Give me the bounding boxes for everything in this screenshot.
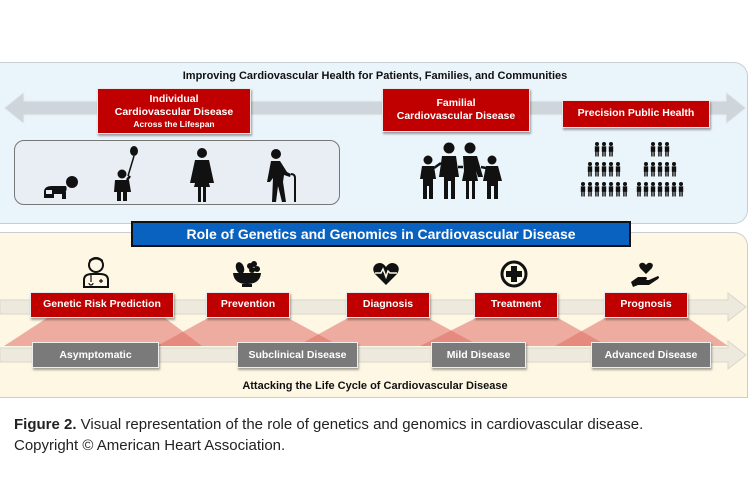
figure-caption: Figure 2. Visual representation of the r…	[14, 414, 744, 456]
precision-public-health-label: Precision Public Health	[577, 107, 695, 120]
stage-mild-disease: Mild Disease	[431, 342, 526, 368]
person-figure	[678, 182, 684, 197]
role-label: Diagnosis	[362, 298, 414, 311]
person-figure	[671, 182, 677, 197]
connector-treatment	[420, 318, 608, 346]
person-figure	[615, 182, 621, 197]
fruit-bowl-icon	[233, 261, 261, 287]
stage-label: Asymptomatic	[59, 349, 132, 361]
connector-prevention	[157, 318, 340, 346]
role-label: Prevention	[220, 298, 276, 311]
person-figure	[580, 182, 586, 197]
person-figure	[608, 142, 614, 157]
connector-prognosis	[555, 318, 728, 346]
person-figure	[664, 182, 670, 197]
person-figure	[601, 182, 607, 197]
stage-subclinical-disease: Subclinical Disease	[237, 342, 358, 368]
person-figure	[636, 182, 642, 197]
role-label: Prognosis	[620, 298, 672, 311]
person-figure	[650, 142, 656, 157]
person-figure	[643, 182, 649, 197]
stage-asymptomatic: Asymptomatic	[32, 342, 159, 368]
person-figure	[594, 142, 600, 157]
role-genetic-risk-prediction: Genetic Risk Prediction	[30, 292, 174, 318]
medical-cross-icon	[500, 260, 528, 288]
individual-cvd-line1: Individual	[149, 92, 199, 105]
person-figure	[664, 142, 670, 157]
person-figure	[608, 162, 614, 177]
woman-icon	[190, 148, 214, 202]
person-figure	[643, 162, 649, 177]
stage-advanced-disease: Advanced Disease	[591, 342, 711, 368]
heart-in-hand-icon	[631, 262, 659, 287]
connector-genetic-risk	[4, 318, 202, 346]
role-label: Treatment	[490, 298, 542, 311]
stage-label: Subclinical Disease	[248, 349, 347, 361]
individual-cvd-box: Individual Cardiovascular Disease Across…	[97, 88, 251, 134]
person-figure	[657, 162, 663, 177]
familial-cvd-box: Familial Cardiovascular Disease	[382, 88, 530, 132]
person-figure	[622, 182, 628, 197]
doctor-icon	[83, 257, 109, 288]
person-figure	[650, 182, 656, 197]
caption-copyright: Copyright © American Heart Association.	[14, 437, 286, 454]
precision-public-health-box: Precision Public Health	[562, 100, 710, 128]
lifespan-arrow	[3, 90, 747, 126]
role-stage-connectors	[4, 318, 728, 346]
person-figure	[650, 162, 656, 177]
caption-text: Visual representation of the role of gen…	[76, 416, 644, 433]
heartbeat-icon	[373, 263, 399, 285]
role-prevention: Prevention	[206, 292, 290, 318]
life-cycle-title: Attacking the Life Cycle of Cardiovascul…	[242, 380, 508, 392]
role-of-genetics-banner: Role of Genetics and Genomics in Cardiov…	[131, 221, 631, 247]
role-treatment: Treatment	[474, 292, 558, 318]
familial-cvd-line1: Familial	[436, 96, 476, 109]
person-figure	[671, 162, 677, 177]
person-figure	[594, 182, 600, 197]
elderly-with-cane-icon	[267, 149, 296, 202]
child-with-balloon-icon	[114, 146, 138, 201]
person-figure	[601, 142, 607, 157]
top-panel-title: Improving Cardiovascular Health for Pati…	[182, 70, 568, 82]
person-figure	[657, 182, 663, 197]
person-figure	[594, 162, 600, 177]
crawling-baby-icon	[44, 176, 78, 199]
role-label: Genetic Risk Prediction	[43, 298, 161, 311]
individual-cvd-line2: Cardiovascular Disease	[114, 105, 234, 118]
person-figure	[587, 162, 593, 177]
person-figure	[587, 182, 593, 197]
banner-title: Role of Genetics and Genomics in Cardiov…	[186, 226, 576, 242]
role-prognosis: Prognosis	[604, 292, 688, 318]
stage-label: Mild Disease	[446, 349, 511, 361]
person-figure	[664, 162, 670, 177]
person-figure	[657, 142, 663, 157]
person-figure	[601, 162, 607, 177]
role-diagnosis: Diagnosis	[346, 292, 430, 318]
individual-cvd-line3: Across the Lifespan	[133, 118, 215, 129]
family-icon	[420, 142, 502, 199]
stage-label: Advanced Disease	[604, 349, 698, 361]
familial-cvd-line2: Cardiovascular Disease	[396, 110, 516, 122]
caption-label: Figure 2.	[14, 416, 77, 433]
person-figure	[608, 182, 614, 197]
population-icon	[580, 142, 684, 197]
person-figure	[615, 162, 621, 177]
